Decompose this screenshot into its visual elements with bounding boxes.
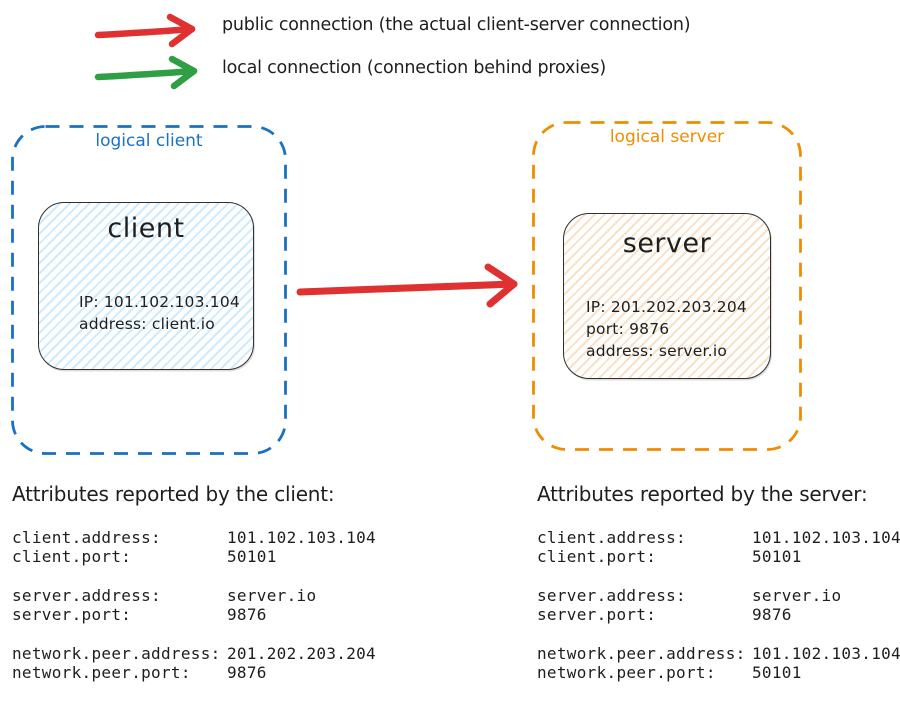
server-attributes-heading: Attributes reported by the server: bbox=[537, 482, 868, 506]
server-port-line: port: 9876 bbox=[586, 320, 670, 338]
logical-server-border bbox=[532, 121, 802, 451]
legend-local-label: local connection (connection behind prox… bbox=[222, 58, 606, 78]
server-node-details: IP: 201.202.203.204 port: 9876 address: … bbox=[586, 296, 747, 362]
server-node: server IP: 201.202.203.204 port: 9876 ad… bbox=[563, 213, 771, 379]
legend-public-label: public connection (the actual client-ser… bbox=[222, 15, 691, 35]
local-arrow-strokes bbox=[94, 55, 198, 90]
client-node: client IP: 101.102.103.104 address: clie… bbox=[38, 202, 254, 370]
server-attributes-rows: client.address:101.102.103.104 client.po… bbox=[537, 528, 900, 682]
table-row: client.port:50101 bbox=[537, 547, 802, 566]
client-address-line: address: client.io bbox=[79, 315, 215, 333]
table-row: network.peer.address:201.202.203.204 bbox=[12, 644, 376, 663]
logical-server-box bbox=[532, 121, 802, 451]
table-row: client.address:101.102.103.104 bbox=[537, 528, 900, 547]
server-attributes-table: Attributes reported by the server: clien… bbox=[537, 482, 900, 682]
server-node-title: server bbox=[622, 228, 712, 259]
client-to-server-arrow-icon bbox=[296, 263, 518, 308]
table-row: server.address:server.io bbox=[12, 586, 317, 605]
logical-client-box bbox=[11, 125, 287, 455]
table-row: network.peer.port:50101 bbox=[537, 663, 802, 682]
public-arrow-strokes bbox=[94, 13, 196, 48]
main-arrow-strokes bbox=[296, 263, 518, 308]
client-attributes-table: Attributes reported by the client: clien… bbox=[12, 482, 442, 682]
table-row: server.port:9876 bbox=[537, 605, 792, 624]
logical-client-label: logical client bbox=[95, 131, 203, 151]
client-node-title: client bbox=[107, 213, 185, 244]
client-ip-line: IP: 101.102.103.104 bbox=[79, 293, 240, 311]
table-row: server.port:9876 bbox=[12, 605, 267, 624]
table-row: server.address:server.io bbox=[537, 586, 842, 605]
client-attributes-heading: Attributes reported by the client: bbox=[12, 482, 335, 506]
logical-server-label: logical server bbox=[609, 127, 725, 147]
table-row: client.address:101.102.103.104 bbox=[12, 528, 376, 547]
server-address-line: address: server.io bbox=[586, 342, 728, 360]
logical-client-border bbox=[11, 125, 287, 455]
table-row: client.port:50101 bbox=[12, 547, 277, 566]
table-row: network.peer.port:9876 bbox=[12, 663, 267, 682]
server-ip-line: IP: 201.202.203.204 bbox=[586, 298, 747, 316]
public-connection-arrow-icon bbox=[94, 13, 196, 48]
table-row: network.peer.address:101.102.103.104 bbox=[537, 644, 900, 663]
client-attributes-rows: client.address:101.102.103.104 client.po… bbox=[12, 528, 442, 682]
local-connection-arrow-icon bbox=[94, 55, 198, 90]
client-node-details: IP: 101.102.103.104 address: client.io bbox=[79, 291, 240, 335]
